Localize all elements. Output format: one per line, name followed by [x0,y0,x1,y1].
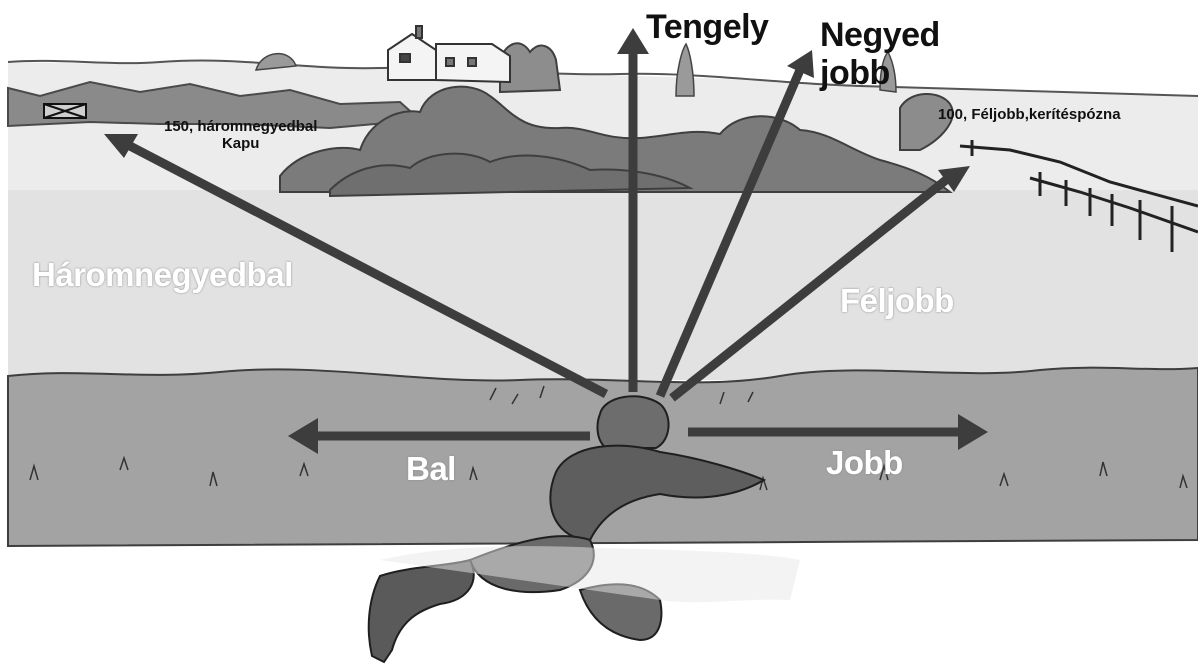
label-tengely: Tengely [646,10,768,44]
label-gate-name: Kapu [164,135,317,152]
label-bal: Bal [406,452,456,485]
label-haromnegyedbal: Háromnegyedbal [32,258,293,291]
label-feljobb: Féljobb [840,284,954,317]
label-fence-target: 100, Féljobb,kerítéspózna [938,106,1121,123]
label-negyed-jobb: Negyed jobb [820,16,940,92]
label-gate-target: 150, háromnegyedbal Kapu [164,118,317,152]
label-gate-distance: 150, háromnegyedbal [164,118,317,135]
label-jobb: Jobb [826,446,903,479]
gate [44,104,86,118]
label-negyed-jobb-line1: Negyed [820,16,940,54]
label-negyed-jobb-line2: jobb [820,54,940,92]
